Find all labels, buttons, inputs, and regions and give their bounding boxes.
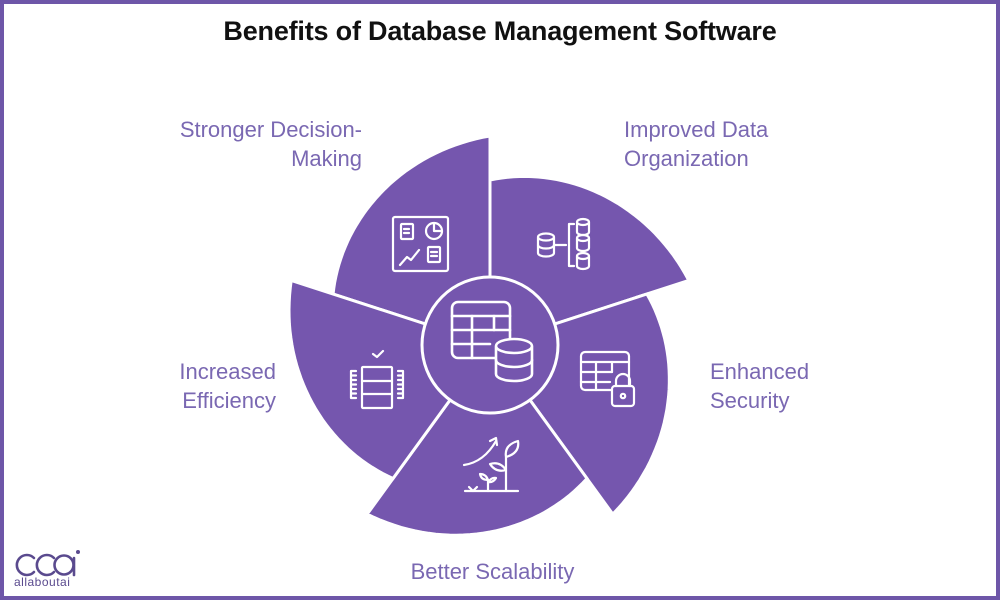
label-efficiency: Increased Efficiency (150, 357, 276, 415)
label-security: Enhanced Security (710, 357, 809, 415)
label-decision-making: Stronger Decision- Making (140, 115, 362, 173)
label-line: Better Scalability (410, 559, 575, 584)
server-check-icon (349, 349, 405, 410)
growing-plant-icon (462, 436, 520, 493)
segment-scalability (364, 342, 589, 537)
label-scalability: Better Scalability (390, 557, 595, 586)
label-line: Enhanced (710, 359, 810, 384)
label-line: Stronger Decision- (179, 117, 362, 142)
database-hierarchy-icon (536, 217, 591, 271)
logo-text: allaboutai (14, 575, 71, 589)
label-line: Efficiency (182, 388, 276, 413)
label-line: Improved Data (624, 117, 769, 142)
page-title: Benefits of Database Management Software (223, 16, 777, 46)
label-data-organization: Improved Data Organization (624, 115, 768, 173)
table-lock-icon (579, 350, 636, 408)
label-line: Making (291, 146, 362, 171)
label-line: Organization (624, 146, 749, 171)
table-database-icon (450, 300, 534, 383)
allaboutai-logo-icon (15, 550, 80, 577)
dashboard-chart-icon (391, 215, 450, 273)
label-line: Security (710, 388, 790, 413)
label-line: Increased (179, 359, 276, 384)
